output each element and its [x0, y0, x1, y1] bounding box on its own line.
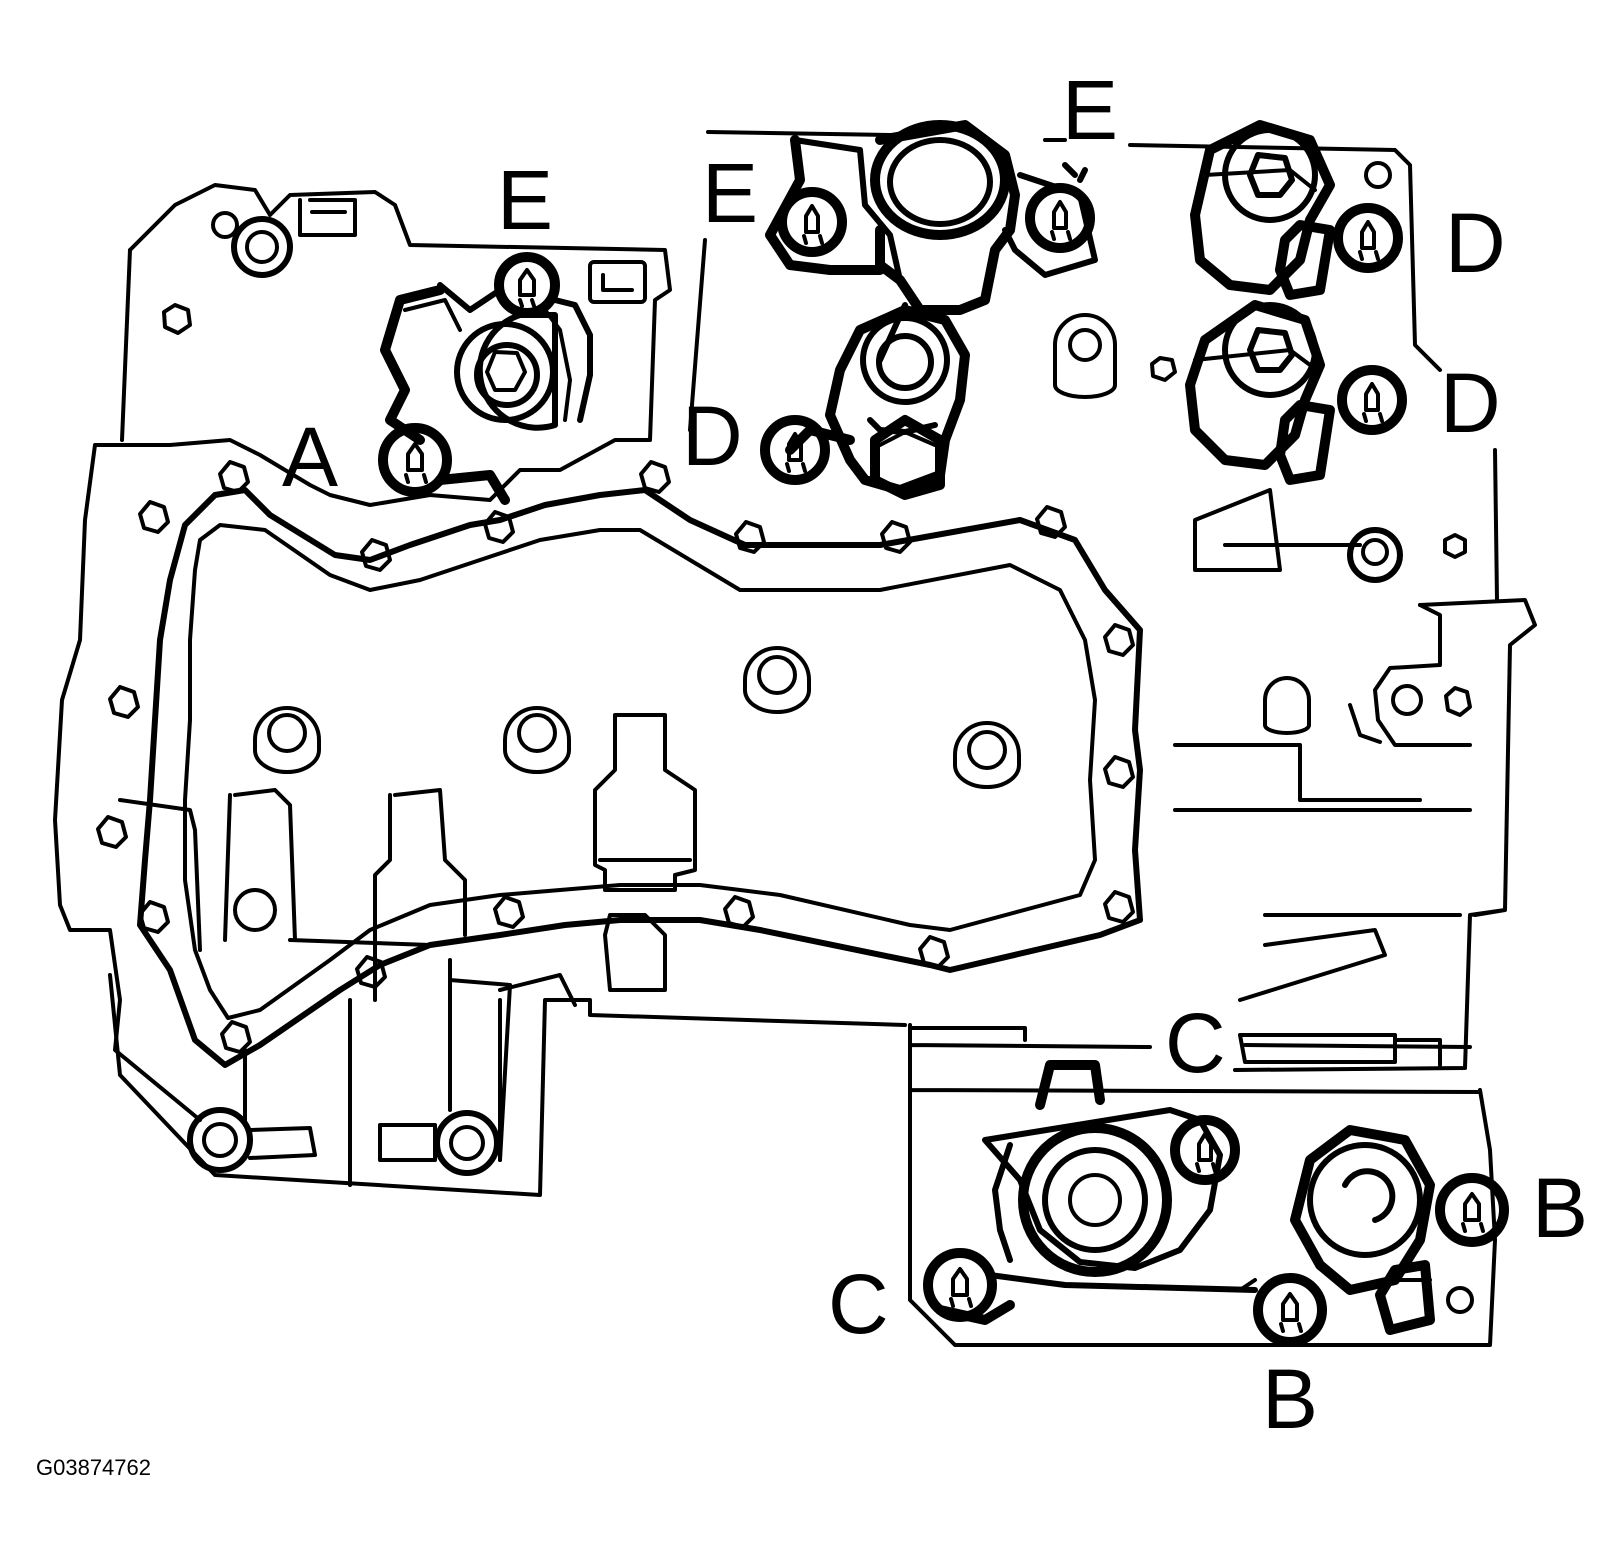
right-rail-boss — [1263, 676, 1311, 735]
clip-b-right — [1435, 1173, 1509, 1247]
right-rail-outline — [1233, 598, 1537, 1072]
upper-center-plate-left-edge — [688, 238, 707, 432]
callout-label-a: A — [282, 410, 338, 504]
clip-d-lower-right — [1337, 365, 1407, 435]
lower-plate-outline — [108, 973, 907, 1197]
callout-label-e-top: E — [1062, 63, 1118, 157]
upper-left-hex-hole — [162, 303, 192, 335]
callout-label-d-center: D — [682, 389, 743, 483]
upper-left-bolt — [245, 230, 279, 264]
lower-right-plate — [908, 1023, 1497, 1347]
upper-left-plate-edge — [120, 248, 132, 442]
gasket-loop — [137, 487, 1143, 1068]
gasket-loop-inner — [183, 523, 1097, 1020]
lower-left-passages — [118, 788, 667, 1002]
right-dowel-top — [1364, 161, 1392, 189]
upper-left-tab — [298, 198, 357, 237]
lower-right-top-rail — [908, 1026, 1442, 1067]
callout-label-d-upper-right: D — [1445, 196, 1506, 290]
clip-c-upper — [1170, 1115, 1240, 1185]
solenoid-a — [380, 282, 593, 445]
right-rail-slots — [1173, 743, 1472, 1002]
callout-label-b-bottom: B — [1262, 1352, 1318, 1446]
solenoid-d-center — [785, 305, 970, 500]
clip-d-center — [760, 415, 830, 485]
callout-label-d-lower-right: D — [1440, 356, 1501, 450]
solenoid-b — [1290, 1125, 1435, 1335]
right-rail-hex-1 — [1444, 686, 1472, 717]
lower-left-slot — [248, 1126, 317, 1160]
right-bolt-lower-inner — [1361, 538, 1389, 566]
lower-mid-bolt-ring — [434, 1110, 500, 1176]
upper-left-dowel — [211, 211, 239, 239]
right-rail-bracket — [1348, 703, 1382, 744]
callout-label-e-left: E — [497, 153, 553, 247]
clip-d-upper-right — [1333, 203, 1403, 273]
right-bolt-lower — [1347, 527, 1403, 583]
lower-plate-channel — [243, 958, 512, 1187]
solenoid-c — [982, 1060, 1258, 1293]
clip-e-middle — [777, 187, 847, 257]
right-bracket — [1193, 488, 1362, 572]
solenoid-d-lower-right — [1185, 300, 1335, 485]
rect-port-inner — [601, 273, 634, 292]
rect-port — [588, 260, 647, 304]
gasket-bolt-holes — [96, 460, 1135, 1054]
callout-label-c-middle: C — [1165, 996, 1226, 1090]
right-hex-small — [1443, 533, 1467, 559]
callout-label-b-right: B — [1532, 1161, 1588, 1255]
callout-label-e-middle: E — [702, 146, 758, 240]
right-plate-edge — [1493, 448, 1499, 602]
figure-id: G03874762 — [36, 1455, 151, 1480]
clip-e-left-upper — [494, 252, 560, 318]
clip-e-top-right — [1025, 183, 1095, 253]
clip-b-bottom — [1253, 1273, 1327, 1347]
clip-c-left — [923, 1248, 1015, 1325]
center-solenoid-body — [593, 713, 697, 892]
upper-left-bolt-ring — [231, 216, 293, 278]
right-rail-inner — [1373, 603, 1472, 747]
lower-right-dowel — [1446, 1286, 1474, 1314]
right-rail-bolt-1 — [1391, 684, 1423, 716]
clip-a — [378, 423, 510, 505]
upper-left-plate-outline — [53, 183, 672, 1122]
lower-mid-slot — [378, 1123, 437, 1162]
callout-label-c-left: C — [828, 1257, 889, 1351]
interior-bosses — [253, 313, 1177, 789]
lower-plate-ledge — [498, 973, 577, 1162]
lower-left-bolt-ring — [187, 1107, 253, 1173]
lower-mid-bolt — [449, 1125, 485, 1161]
lower-left-bolt — [202, 1122, 238, 1158]
solenoid-d-upper-right — [1190, 120, 1335, 300]
